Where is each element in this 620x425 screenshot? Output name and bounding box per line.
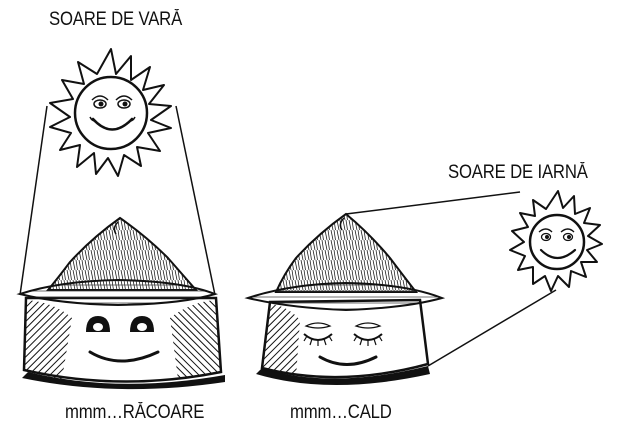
winter-sun-label: SOARE DE IARNĂ — [448, 162, 588, 183]
summer-light-line-left — [19, 105, 48, 296]
cool-caption: mmm…RĂCOARE — [65, 402, 205, 423]
cool-figure — [16, 216, 225, 390]
winter-light-line-bottom — [427, 289, 557, 367]
summer-light-line-right — [175, 105, 216, 296]
winter-light-line-top — [345, 191, 521, 215]
warm-caption: mmm…CALD — [290, 402, 392, 423]
warm-figure — [244, 212, 446, 385]
summer-sun-label: SOARE DE VARĂ — [49, 9, 183, 30]
winter-sun-icon — [509, 190, 603, 292]
summer-sun-icon — [49, 48, 172, 177]
